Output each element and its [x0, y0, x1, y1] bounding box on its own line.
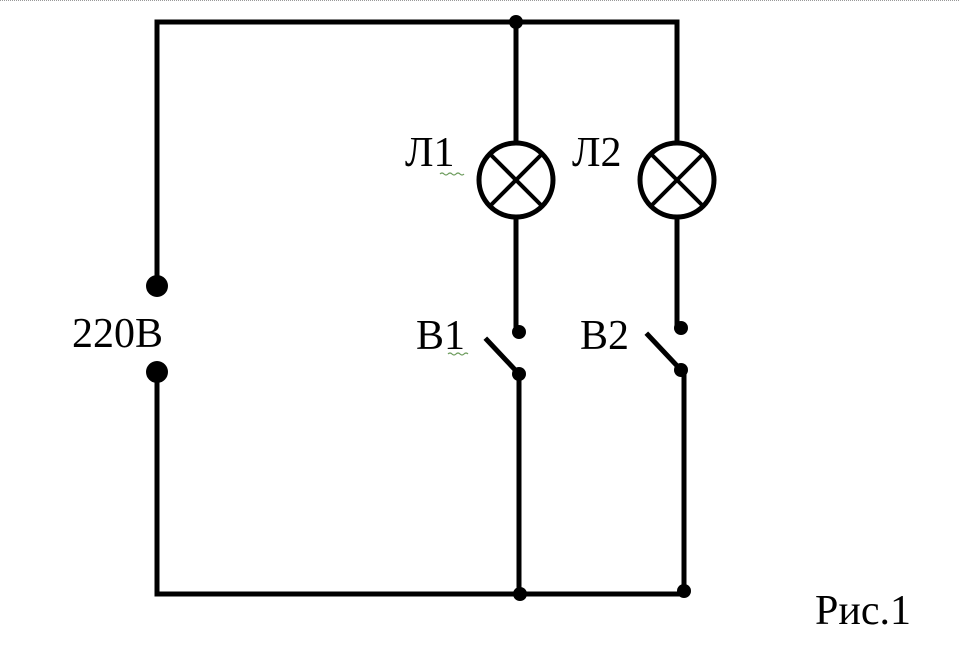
source-terminal-bottom	[146, 361, 168, 383]
source-voltage-label: 220В	[72, 311, 164, 357]
switch-1-blade	[483, 336, 523, 378]
lamp-2-label: Л2	[572, 130, 622, 176]
lamp-2-icon	[637, 140, 717, 220]
junction-bottom-branch-1	[513, 587, 527, 601]
spellcheck-underline-l1	[439, 172, 465, 176]
switch-2-blade	[644, 331, 685, 374]
switch-1-label: В1	[416, 313, 466, 359]
lamp-1-label: Л1	[405, 130, 455, 176]
switch-2-contact-top	[674, 321, 688, 335]
switch-1-contact-top	[512, 325, 526, 339]
source-terminal-top	[146, 275, 168, 297]
lamp-1-icon	[476, 140, 556, 220]
junction-bottom-branch-2	[677, 584, 691, 598]
spellcheck-underline-b1	[447, 352, 469, 356]
switch-2-label: В2	[580, 313, 630, 359]
page-top-border	[0, 0, 959, 2]
figure-caption: Рис.1	[815, 588, 911, 634]
